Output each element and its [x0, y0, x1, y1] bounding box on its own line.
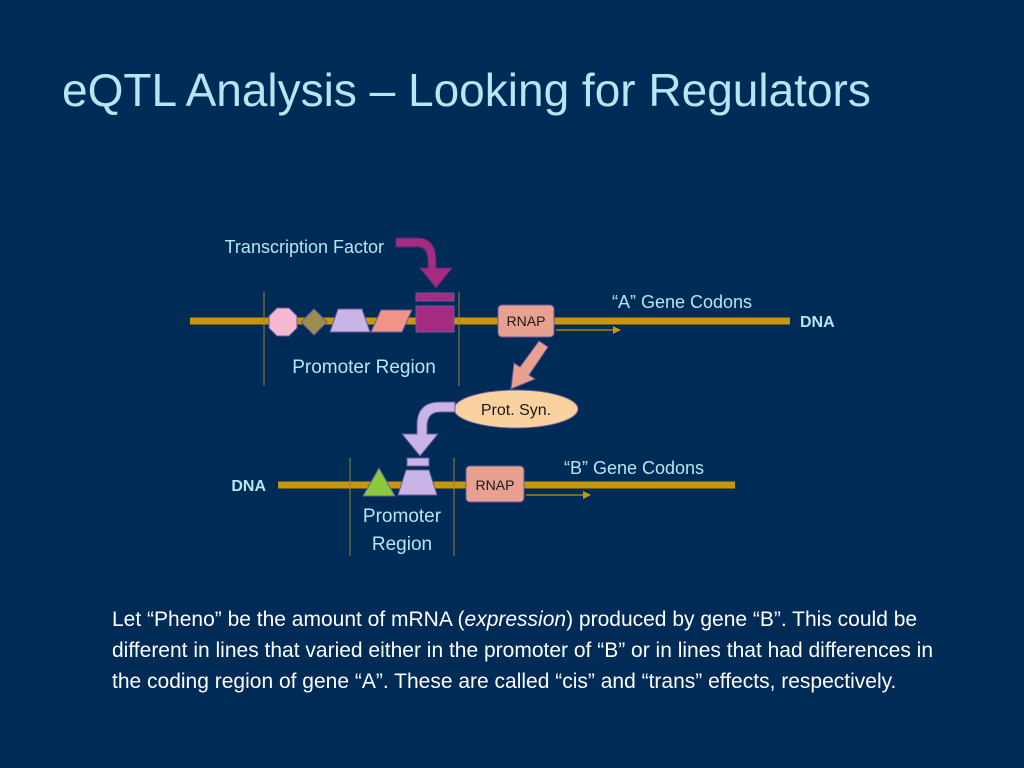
rnap-top-label: RNAP	[507, 313, 546, 329]
rnap-bottom-label: RNAP	[476, 477, 515, 493]
transcription-factor-arrow	[395, 237, 454, 289]
promoter-region-label-bottom-line2: Region	[372, 534, 432, 555]
binding-site-diamond	[300, 308, 328, 336]
binding-site-octagon	[268, 307, 298, 337]
binding-site-trapezoid-bottom	[397, 469, 438, 496]
protein-synthesis-label: Prot. Syn.	[481, 402, 551, 419]
regulator-arrow	[400, 401, 456, 457]
dna-label-top: DNA	[800, 314, 835, 331]
promoter-region-label-top: Promoter Region	[292, 357, 436, 378]
regulator-cap	[406, 457, 430, 467]
caption-text-part2: ) produced by gene “B”. This could be di…	[112, 608, 934, 693]
slide-title: eQTL Analysis – Looking for Regulators	[62, 64, 871, 116]
transcription-factor-cap	[415, 292, 455, 302]
rnap-bottom-box	[465, 465, 525, 503]
binding-site-trapezoid-top	[329, 308, 371, 333]
tf-binding-site	[415, 305, 455, 333]
dna-label-bottom: DNA	[231, 478, 266, 495]
gene-b-codons-label: “B” Gene Codons	[564, 458, 704, 478]
rnap-top-box	[497, 304, 555, 338]
binding-site-triangle	[362, 466, 396, 497]
gene-a-codons-label: “A” Gene Codons	[612, 292, 752, 312]
caption-text-part1: Let “Pheno” be the amount of mRNA (	[112, 608, 465, 631]
rnap-to-protein-arrow	[510, 340, 549, 390]
transcription-factor-label: Transcription Factor	[225, 237, 384, 257]
caption-italic-expression: expression	[464, 608, 567, 631]
binding-site-parallelogram	[370, 309, 413, 333]
caption-paragraph: Let “Pheno” be the amount of mRNA (expre…	[112, 604, 952, 697]
promoter-region-label-bottom-line1: Promoter	[363, 506, 442, 527]
